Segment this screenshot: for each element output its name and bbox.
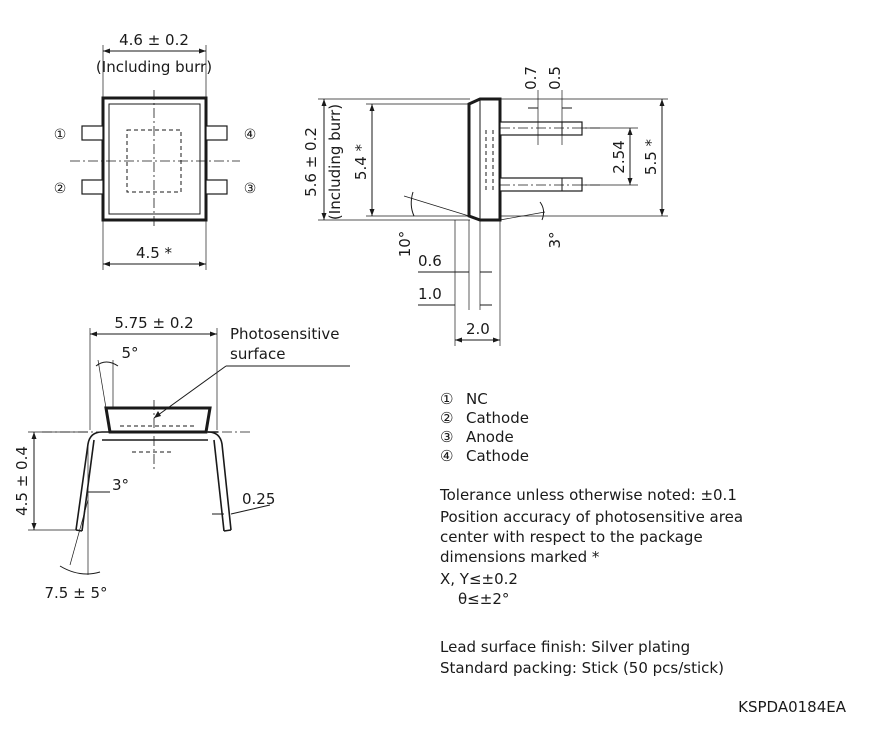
top-body-outline [101,96,208,222]
side-span-dim: 5.5 * [642,138,660,175]
side-angle-right: 3° [546,231,564,248]
legend-pin2-name: Cathode [466,409,529,427]
side-body-height-dim: 5.4 * [352,143,370,180]
top-width-dim: 4.6 ± 0.2 [119,31,189,49]
callout-line2: surface [230,345,285,363]
top-pin2-label: ② [54,181,67,197]
legend-pin4-num: ④ [440,447,453,465]
note-accuracy-line3: dimensions marked * [440,548,600,566]
legend-pin3-name: Anode [466,428,514,446]
side-height-note: (Including burr) [326,104,344,220]
note-xy: X, Y≤±0.2 [440,570,518,588]
side-body-outline [467,97,502,222]
front-view: 5.75 ± 0.2 Photosensitive surface 5° 3° [13,314,350,602]
top-view: 4.6 ± 0.2 (Including burr) ① ② ③ ④ 4.5 * [54,31,257,270]
side-view: 5.6 ± 0.2 (Including burr) 5.4 * 0.7 0.5 [302,66,668,346]
front-lead-thickness: 0.25 [242,490,275,508]
side-depth-a: 0.6 [418,252,442,270]
legend-pin1-name: NC [466,390,488,408]
side-lead-width-a: 0.7 [522,66,540,90]
top-width-note: (Including burr) [96,58,212,76]
side-depth-c: 2.0 [466,320,490,338]
pin-legend: ① NC ② Cathode ③ Anode ④ Cathode [440,390,529,465]
note-finish: Lead surface finish: Silver plating [440,638,690,656]
top-pin1-label: ① [54,127,67,143]
top-pin4-label: ④ [244,127,257,143]
side-lead-width-b: 0.5 [546,66,564,90]
front-width-dim: 5.75 ± 0.2 [114,314,193,332]
front-angle-bottom: 7.5 ± 5° [44,584,107,602]
legend-pin4-name: Cathode [466,447,529,465]
legend-pin2-num: ② [440,409,453,427]
top-pin3-label: ③ [244,181,257,197]
legend-pin1-num: ① [440,390,453,408]
drawing-code: KSPDA0184EA [738,698,847,716]
side-pitch-dim: 2.54 [610,140,628,173]
note-theta: θ≤±2° [458,590,509,608]
note-tolerance: Tolerance unless otherwise noted: ±0.1 [439,486,737,504]
note-accuracy-line1: Position accuracy of photosensitive area [440,508,743,526]
front-height-dim: 4.5 ± 0.4 [13,446,31,516]
callout-line1: Photosensitive [230,325,339,343]
notes: Tolerance unless otherwise noted: ±0.1 P… [439,486,743,677]
legend-pin3-num: ③ [440,428,453,446]
side-height-dim: 5.6 ± 0.2 [302,127,320,197]
side-angle-left: 10° [396,231,414,258]
front-angle-lead: 3° [112,476,129,494]
top-inner-width-dim: 4.5 * [136,244,173,262]
note-accuracy-line2: center with respect to the package [440,528,703,546]
side-depth-b: 1.0 [418,285,442,303]
note-packing: Standard packing: Stick (50 pcs/stick) [440,659,724,677]
front-angle-top: 5° [121,344,138,362]
